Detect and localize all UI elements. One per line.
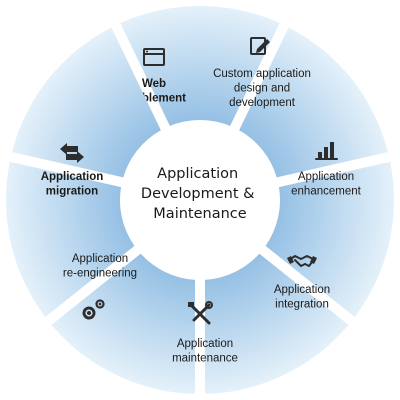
segment-label-custom: Custom application design and development [213, 68, 311, 109]
segment-label-maintenance: Application maintenance [172, 338, 238, 365]
segment-integration [204, 253, 349, 394]
segment-label-line: Application [72, 253, 128, 265]
center-title-line-3: Maintenance [153, 206, 246, 222]
segment-custom [239, 27, 388, 178]
center-circle [128, 125, 272, 269]
segment-label-line: Custom application [213, 68, 311, 80]
segment-maintenance [51, 253, 196, 394]
segment-label-line: Application [177, 338, 233, 350]
segment-label-migration: Application migration [41, 171, 104, 198]
segment-label-line: development [229, 97, 296, 109]
browser-window-icon [143, 48, 165, 66]
segment-label-enhancement: Application enhancement [291, 171, 361, 198]
segment-label-line: migration [46, 186, 98, 198]
center-title: Application Development & Maintenance [141, 166, 259, 222]
tools-icon [188, 301, 213, 325]
edit-document-icon [250, 37, 270, 55]
segment-label-line: Application [274, 284, 330, 296]
segment-label-line: Web [142, 78, 166, 90]
segment-label-line: Application [41, 171, 104, 183]
center-title-line-2: Development & [141, 186, 255, 202]
handshake-icon [287, 255, 317, 267]
segment-label-line: Application [298, 171, 354, 183]
bar-chart-icon [315, 142, 338, 160]
segment-label-line: integration [275, 299, 329, 311]
segment-migration [12, 27, 161, 178]
segment-label-line: re-engineering [63, 268, 137, 280]
segment-label-line: design and [234, 83, 290, 95]
segment-enhancement [265, 161, 394, 318]
segment-label-reengineering: Application re-engineering [63, 253, 137, 280]
gears-icon [82, 299, 105, 320]
segment-reengineering [5, 161, 135, 318]
segment-label-line: maintenance [172, 353, 238, 365]
segment-web [120, 6, 280, 126]
swap-arrows-icon [60, 143, 84, 163]
segment-label-integration: Application integration [274, 284, 330, 311]
center-title-line-1: Application [157, 166, 238, 182]
segment-label-line: enhancement [291, 186, 361, 198]
